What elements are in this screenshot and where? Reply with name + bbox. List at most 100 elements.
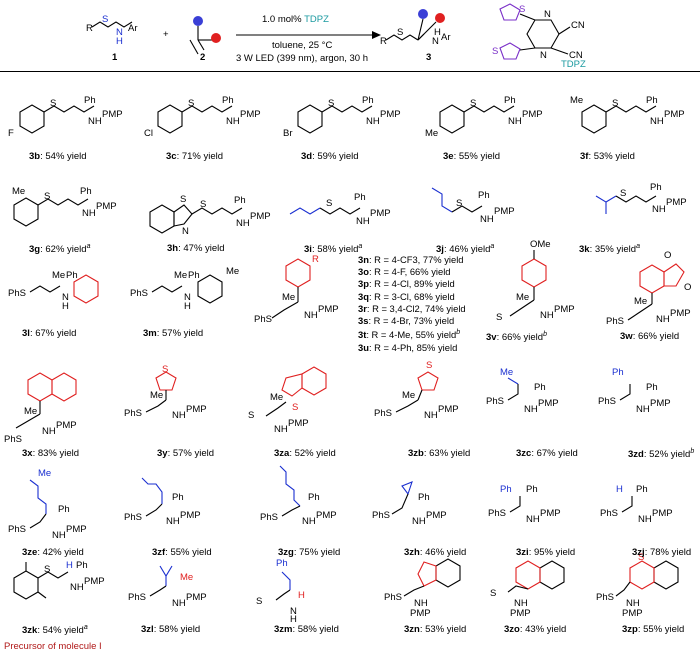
aryl-list-item-3s: 3s: R = 4-Br, 73% yield [358, 315, 455, 327]
svg-text:PMP: PMP [622, 608, 643, 619]
svg-text:Ph: Ph [354, 192, 366, 203]
svg-text:NH: NH [274, 424, 288, 435]
label-3: 3 [426, 52, 432, 63]
svg-text:Me: Me [174, 270, 187, 281]
svg-text:PMP: PMP [102, 109, 123, 120]
structure-3n-3u: R Me PhS NH PMP [254, 254, 339, 325]
svg-text:PhS: PhS [8, 524, 26, 535]
yield-caption-3e: 3e: 55% yield [443, 151, 501, 162]
svg-text:H: H [290, 614, 297, 625]
svg-text:Me: Me [52, 270, 65, 281]
svg-text:PhS: PhS [606, 316, 624, 327]
svg-text:NH: NH [412, 516, 426, 527]
svg-text:Me: Me [12, 186, 25, 197]
yield-caption-3zo: 3zo: 43% yield [504, 624, 567, 635]
conditions-line-1: 1.0 mol% TDPZ [262, 14, 329, 25]
svg-text:N: N [540, 50, 547, 61]
svg-text:PhS: PhS [128, 592, 146, 603]
svg-text:Me: Me [226, 266, 239, 277]
svg-text:PhS: PhS [374, 408, 392, 419]
svg-text:S: S [638, 552, 644, 563]
svg-text:NH: NH [652, 204, 666, 215]
svg-text:PhS: PhS [124, 408, 142, 419]
yield-caption-3zm: 3zm: 58% yield [274, 624, 339, 635]
svg-text:Ar: Ar [128, 23, 138, 34]
svg-text:Ph: Ph [526, 484, 538, 495]
svg-text:S: S [612, 98, 618, 109]
structure-3m: PhS Me Ph N H Me [130, 266, 239, 312]
svg-text:OMe: OMe [530, 239, 551, 250]
svg-text:Me: Me [24, 406, 37, 417]
svg-text:Ph: Ph [534, 382, 546, 393]
svg-text:NH: NH [508, 116, 522, 127]
structure-3x: PhS Me NH PMP [4, 372, 77, 445]
svg-text:PhS: PhS [4, 434, 22, 445]
structure-3v: OMe S Me NH PMP [496, 239, 575, 323]
svg-text:H: H [184, 301, 191, 312]
plus-sign: + [163, 29, 169, 40]
structure-3i: S Ph NH PMP [289, 192, 391, 227]
svg-text:Ph: Ph [276, 558, 288, 569]
svg-text:R: R [380, 36, 387, 47]
svg-text:Ph: Ph [612, 367, 624, 378]
svg-text:Me: Me [425, 128, 438, 139]
structure-3zo: S NH PMP [490, 560, 565, 619]
yield-caption-3y: 3y: 57% yield [157, 448, 215, 459]
aryl-list-item-3r: 3r: R = 3,4-Cl2, 74% yield [358, 302, 466, 314]
svg-text:N: N [182, 226, 189, 237]
aryl-list-item-3n: 3n: R = 4-CF3, 77% yield [358, 254, 464, 265]
yield-caption-3g: 3g: 62% yielda [29, 243, 91, 256]
structure-3j: S Ph NH PMP [431, 187, 515, 225]
svg-text:PhS: PhS [124, 512, 142, 523]
svg-text:S: S [496, 312, 502, 323]
svg-text:S: S [256, 596, 262, 607]
aryl-list-item-3u: 3u: R = 4-Ph, 85% yield [358, 341, 458, 353]
svg-text:PhS: PhS [384, 592, 402, 603]
svg-text:Ph: Ph [172, 492, 184, 503]
svg-text:CN: CN [569, 50, 583, 61]
yield-caption-3d: 3d: 59% yield [301, 151, 359, 162]
yield-caption-3k: 3k: 35% yielda [579, 243, 640, 256]
yield-caption-3zk: 3zk: 54% yielda [22, 624, 88, 637]
svg-text:S: S [492, 46, 498, 57]
svg-text:NH: NH [88, 116, 102, 127]
svg-text:PhS: PhS [372, 510, 390, 521]
structure-3d: Br S Ph NH PMP [283, 95, 401, 139]
svg-text:Ph: Ph [80, 186, 92, 197]
svg-text:Ph: Ph [418, 492, 430, 503]
svg-text:PMP: PMP [370, 208, 391, 219]
svg-text:NH: NH [42, 426, 56, 437]
divider [0, 71, 700, 72]
yield-caption-3m: 3m: 57% yield [143, 328, 204, 339]
svg-text:S: S [620, 188, 626, 199]
svg-text:Me: Me [270, 392, 283, 403]
structure-3l: PhS Me Ph N H [8, 270, 99, 312]
svg-text:PMP: PMP [250, 211, 271, 222]
yield-caption-3j: 3j: 46% yielda [436, 243, 495, 256]
yield-caption-3x: 3x: 83% yield [22, 448, 80, 459]
svg-text:PMP: PMP [438, 404, 459, 415]
svg-text:Ph: Ph [66, 270, 78, 281]
svg-text:PMP: PMP [540, 508, 561, 519]
svg-text:Ph: Ph [188, 270, 200, 281]
svg-text:S: S [326, 198, 332, 209]
label-2: 2 [200, 52, 206, 63]
svg-text:S: S [188, 98, 194, 109]
product-3-structure: R S N H Ar [380, 9, 451, 47]
svg-text:PMP: PMP [240, 109, 261, 120]
svg-text:PMP: PMP [554, 304, 575, 315]
structure-3c: Cl S Ph NH PMP [144, 95, 261, 139]
yield-caption-3c: 3c: 71% yield [166, 151, 224, 162]
svg-text:N: N [432, 36, 439, 47]
svg-text:Me: Me [38, 468, 51, 479]
svg-text:PMP: PMP [380, 109, 401, 120]
svg-text:PMP: PMP [522, 109, 543, 120]
svg-text:NH: NH [226, 116, 240, 127]
yield-caption-3b: 3b: 54% yield [29, 151, 87, 162]
label-1: 1 [112, 52, 118, 63]
svg-text:H: H [66, 560, 73, 571]
svg-text:Ph: Ph [646, 95, 658, 106]
svg-text:N: N [184, 292, 191, 303]
